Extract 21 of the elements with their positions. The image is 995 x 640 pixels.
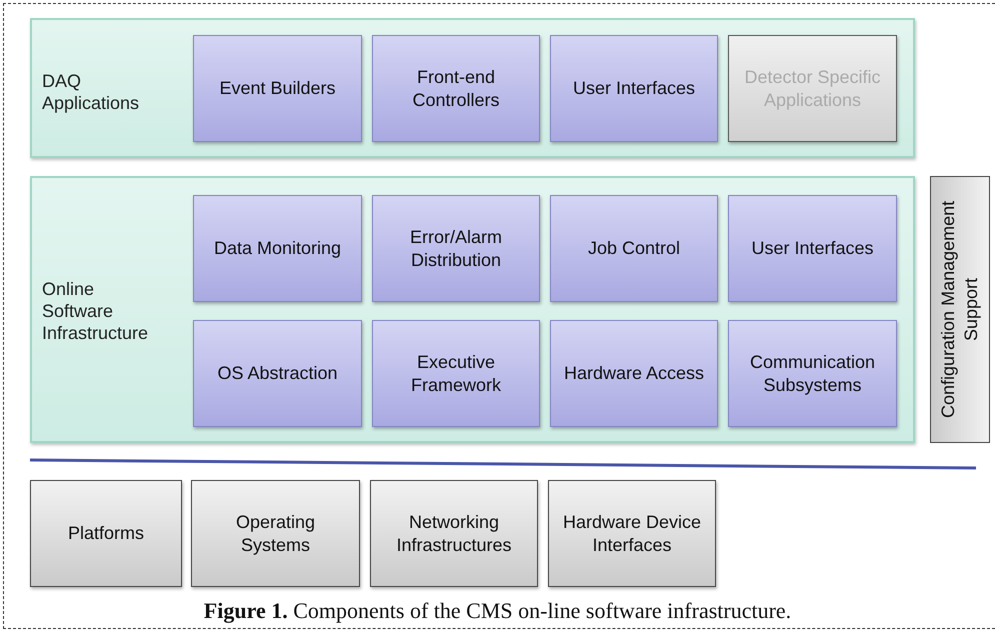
layer-label: Online Software Infrastructure <box>42 278 150 344</box>
component-box: Hardware Device Interfaces <box>548 480 716 587</box>
component-box: Event Builders <box>193 35 362 142</box>
component-box: User Interfaces <box>550 35 718 142</box>
component-box: Communication Subsystems <box>728 320 897 427</box>
component-box: Operating Systems <box>191 480 360 587</box>
component-box: User Interfaces <box>728 195 897 302</box>
component-box: Configuration Management Support <box>930 176 990 443</box>
component-box: Data Monitoring <box>193 195 362 302</box>
component-box: OS Abstraction <box>193 320 362 427</box>
layer-panel <box>30 176 915 443</box>
component-box: Platforms <box>30 480 182 587</box>
component-box: Hardware Access <box>550 320 718 427</box>
component-box: Error/Alarm Distribution <box>372 195 540 302</box>
layer-label: DAQ Applications <box>42 70 140 114</box>
component-box: Job Control <box>550 195 718 302</box>
figure-caption: Figure 1. Components of the CMS on-line software infrastructure. <box>202 598 792 624</box>
component-box: Networking Infrastructures <box>370 480 538 587</box>
layer-panel <box>30 18 915 158</box>
component-box: Front-end Controllers <box>372 35 540 142</box>
component-box: Executive Framework <box>372 320 540 427</box>
